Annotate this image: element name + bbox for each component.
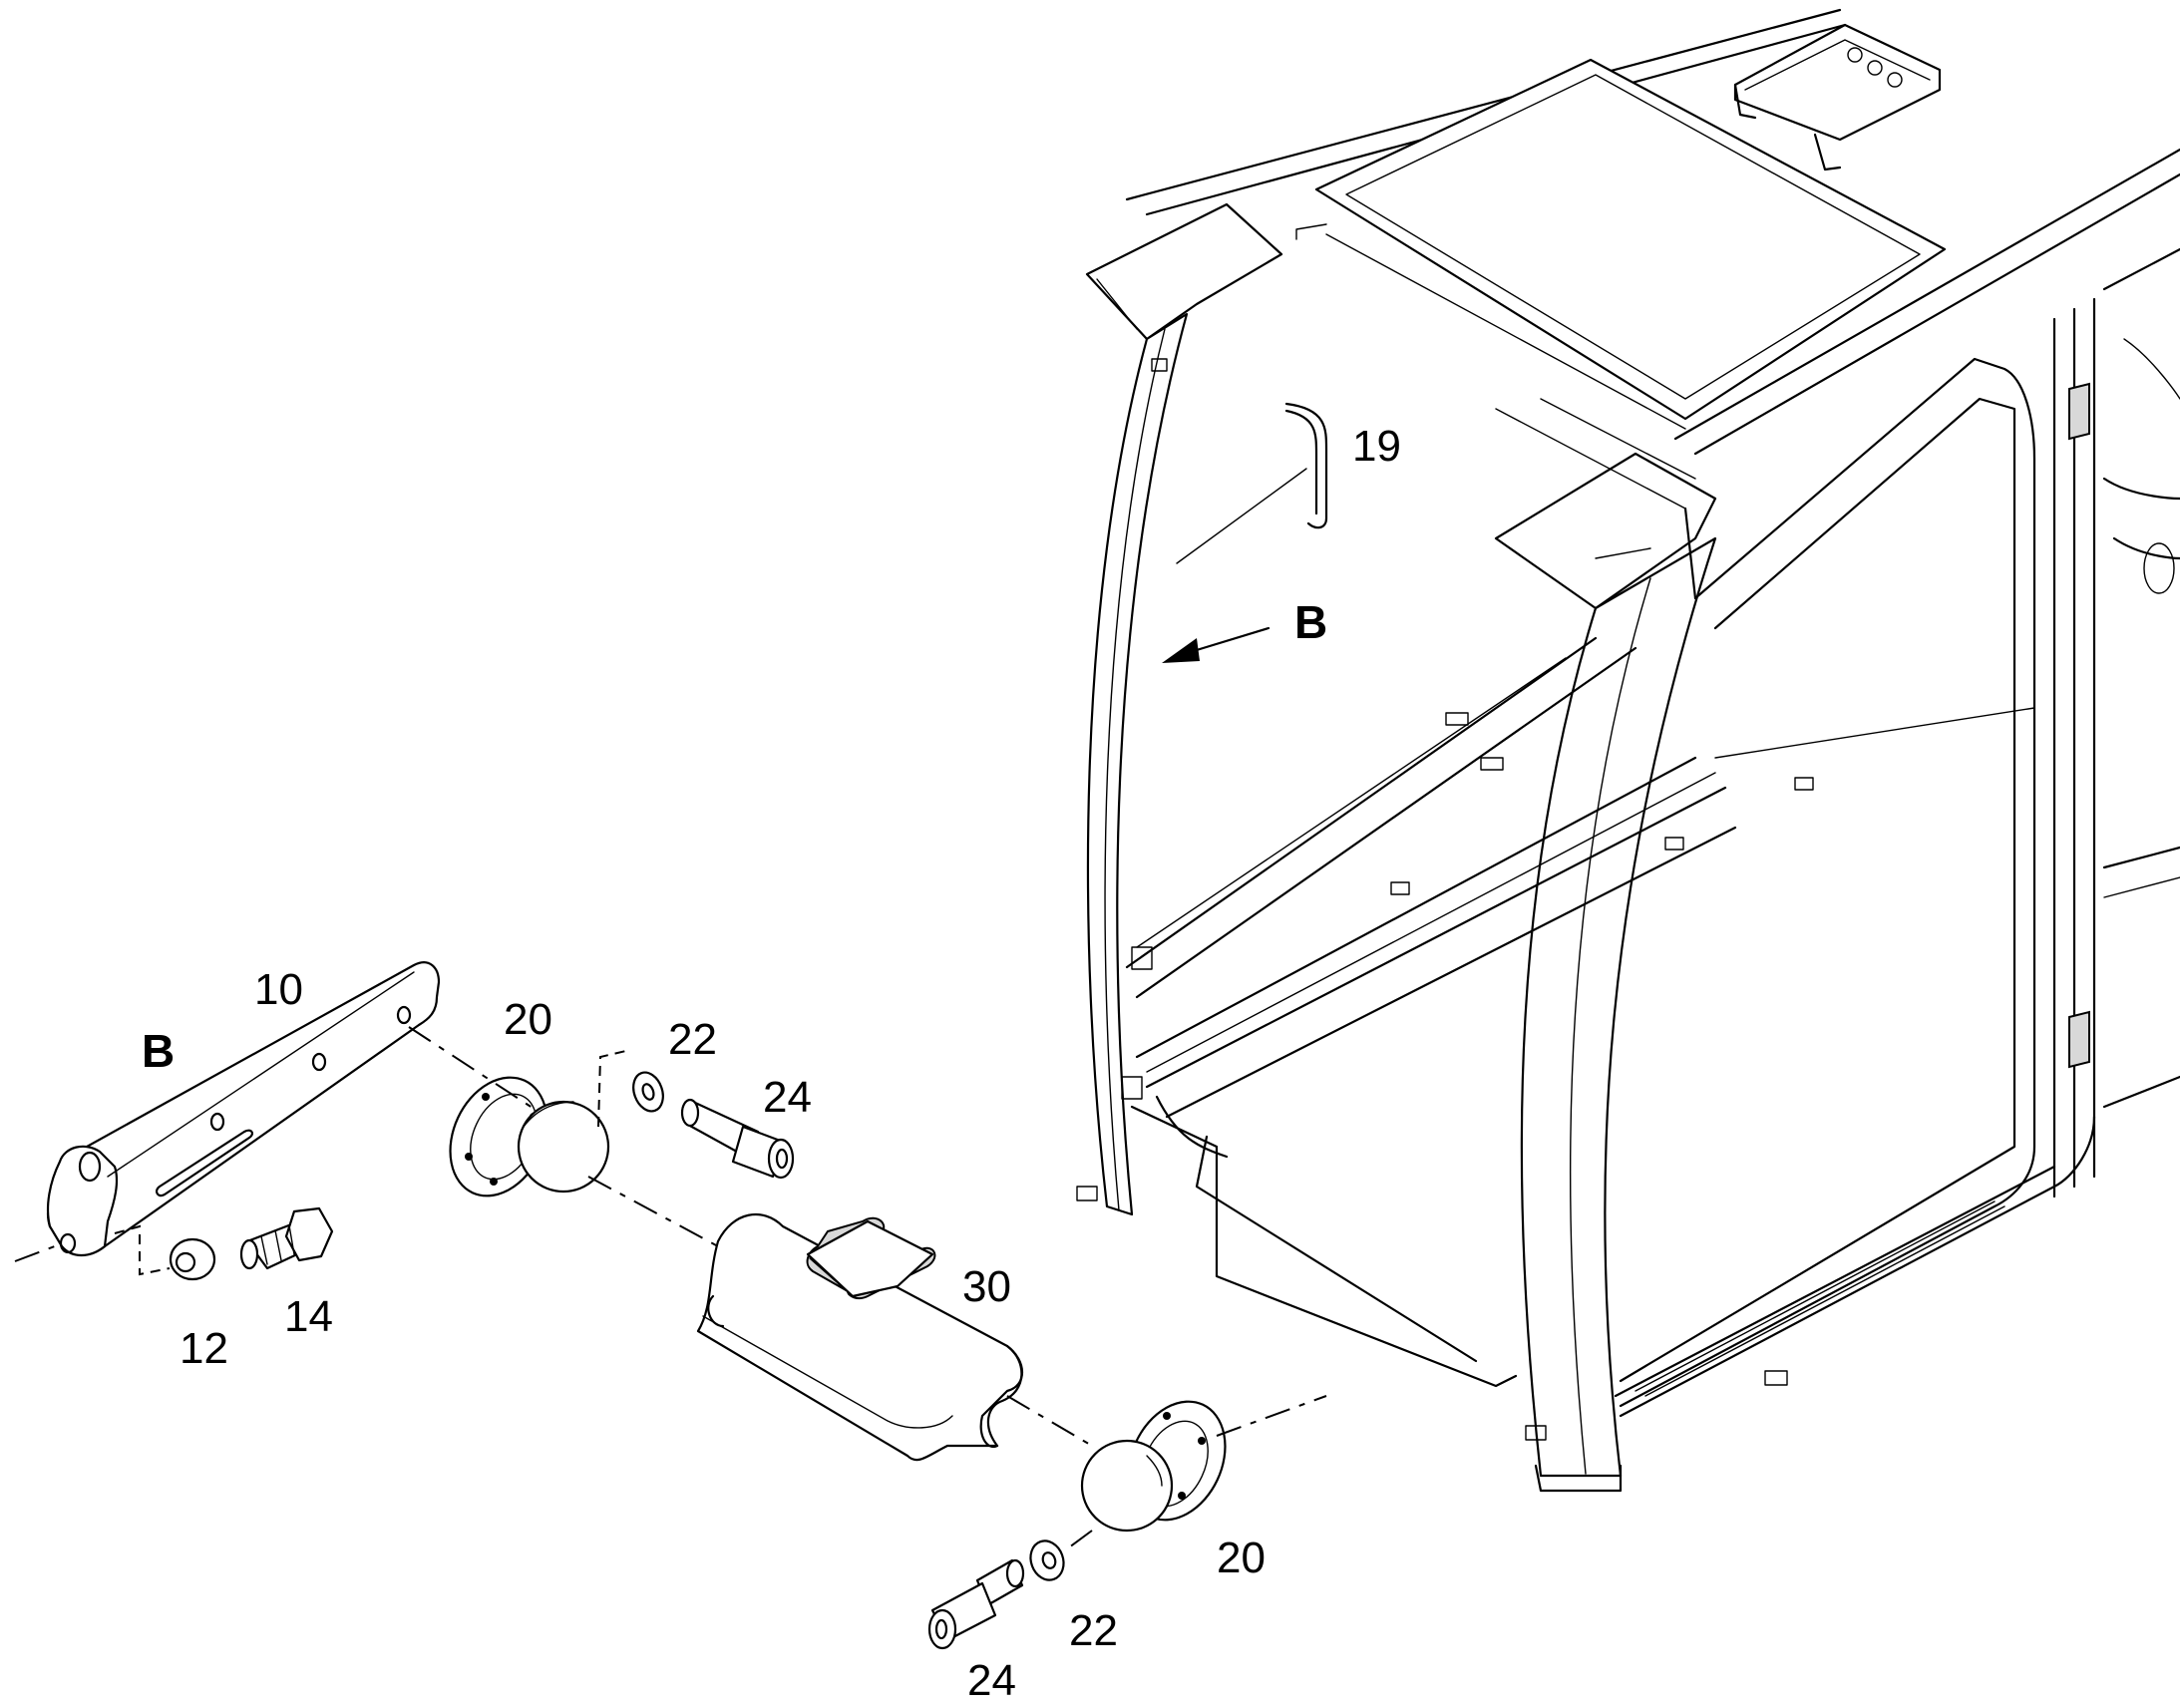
- washer-small: [169, 1237, 216, 1281]
- callout-b-bracket: B: [142, 1025, 175, 1077]
- frame-tabs: [1076, 358, 1814, 1441]
- callout-24-lower: 24: [967, 1656, 1016, 1705]
- callout-19: 19: [1352, 422, 1401, 471]
- callout-b-view: B: [1294, 596, 1327, 648]
- callout-22-lower: 22: [1069, 1606, 1118, 1655]
- ball-base-upper: [449, 1076, 610, 1197]
- callout-12: 12: [180, 1324, 228, 1373]
- callout-22-upper: 22: [668, 1015, 717, 1064]
- callout-10: 10: [254, 965, 303, 1014]
- washer-lower: [1029, 1539, 1065, 1581]
- hex-bolt: [239, 1206, 334, 1270]
- socket-screw-upper: [680, 1098, 795, 1180]
- callout-14: 14: [284, 1292, 333, 1341]
- cab-frame: [1076, 8, 2180, 1493]
- view-arrow: [1162, 626, 1271, 663]
- callout-24-upper: 24: [763, 1073, 812, 1122]
- callout-20-upper: 20: [504, 995, 552, 1044]
- bracket: [46, 961, 441, 1257]
- assembly-lines: [14, 1026, 1327, 1551]
- socket-screw-lower: [927, 1558, 1025, 1650]
- callout-30: 30: [962, 1262, 1011, 1311]
- ball-base-lower: [1080, 1400, 1227, 1533]
- clamp-arm: [696, 1212, 1023, 1462]
- washer-upper: [632, 1071, 664, 1113]
- callout-20-lower: 20: [1217, 1534, 1266, 1582]
- callout-labels: 10 B 12 14 19 B 20 22 24 30 20 22 24: [142, 422, 1401, 1705]
- grab-handle: [1176, 402, 1328, 564]
